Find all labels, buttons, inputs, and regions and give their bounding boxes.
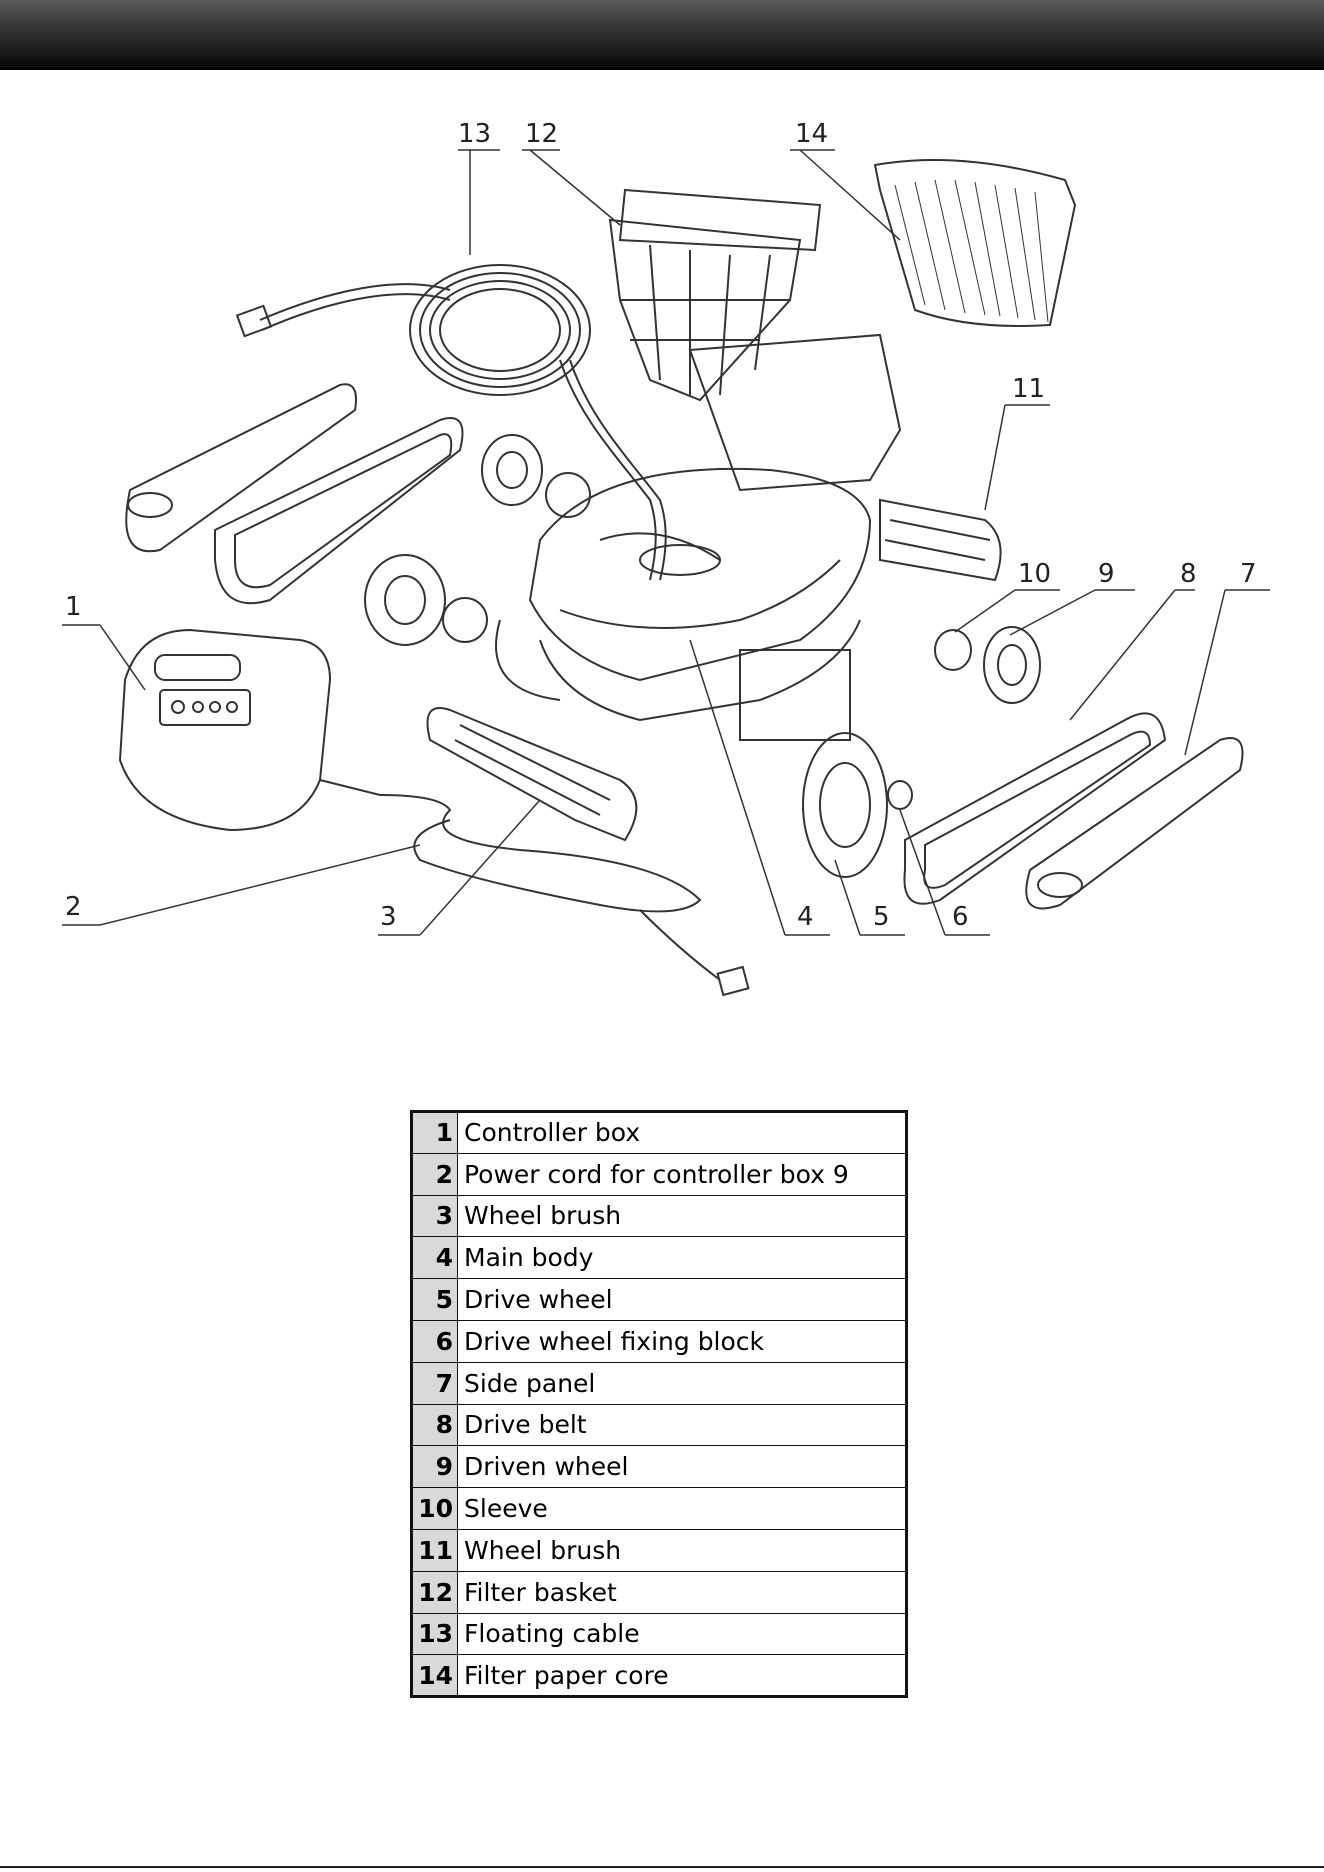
callout-8: 8 (1180, 559, 1197, 589)
right-side-panel-illustration (1026, 738, 1242, 908)
part-name: Filter paper core (458, 1655, 907, 1697)
part-name: Drive wheel (458, 1279, 907, 1321)
part-name: Sleeve (458, 1488, 907, 1530)
exploded-view-diagram: 1 2 3 4 5 6 7 8 9 10 11 12 13 14 (0, 0, 1324, 1040)
part-number: 4 (412, 1237, 458, 1279)
drive-wheel-fixing-block-illustration (888, 781, 912, 809)
part-number: 13 (412, 1613, 458, 1655)
part-number: 1 (412, 1112, 458, 1154)
filter-paper-core-illustration (875, 160, 1075, 326)
part-name: Drive belt (458, 1404, 907, 1446)
part-number: 9 (412, 1446, 458, 1488)
part-number: 7 (412, 1362, 458, 1404)
part-number: 10 (412, 1488, 458, 1530)
part-name: Power cord for controller box 9 (458, 1153, 907, 1195)
callout-10: 10 (1018, 559, 1051, 589)
part-name: Filter basket (458, 1571, 907, 1613)
part-name: Drive wheel fixing block (458, 1320, 907, 1362)
callout-3: 3 (380, 902, 397, 932)
part-number: 6 (412, 1320, 458, 1362)
callout-14: 14 (795, 119, 828, 149)
part-name: Driven wheel (458, 1446, 907, 1488)
part-name: Floating cable (458, 1613, 907, 1655)
part-number: 12 (412, 1571, 458, 1613)
callout-numbers: 1 2 3 4 5 6 7 8 9 10 11 12 13 14 (65, 119, 1257, 932)
driven-wheel-and-sleeve-illustration (935, 627, 1040, 703)
part-name: Side panel (458, 1362, 907, 1404)
callout-9: 9 (1098, 559, 1115, 589)
controller-box-illustration (120, 630, 330, 830)
callout-12: 12 (525, 119, 558, 149)
left-wheels-illustration (365, 435, 590, 645)
left-drive-belt-illustration (215, 418, 463, 603)
wheel-brush-right-illustration (880, 500, 1001, 580)
callout-1: 1 (65, 592, 82, 622)
part-name: Main body (458, 1237, 907, 1279)
callout-11: 11 (1012, 374, 1045, 404)
right-drive-belt-illustration (904, 713, 1165, 903)
callout-2: 2 (65, 892, 82, 922)
part-number: 3 (412, 1195, 458, 1237)
filter-basket-illustration (610, 190, 820, 400)
drive-wheel-illustration (803, 733, 887, 877)
part-number: 8 (412, 1404, 458, 1446)
callout-13: 13 (458, 119, 491, 149)
main-body-illustration (496, 335, 900, 740)
part-number: 2 (412, 1153, 458, 1195)
part-number: 11 (412, 1529, 458, 1571)
footer-rule (0, 1866, 1324, 1868)
callout-5: 5 (873, 902, 890, 932)
power-cord-illustration (320, 780, 748, 995)
wheel-brush-left-illustration (428, 708, 637, 840)
callout-7: 7 (1240, 559, 1257, 589)
callout-6: 6 (952, 902, 969, 932)
callout-4: 4 (797, 902, 814, 932)
part-name: Controller box (458, 1112, 907, 1154)
part-name: Wheel brush (458, 1195, 907, 1237)
part-number: 5 (412, 1279, 458, 1321)
part-name: Wheel brush (458, 1529, 907, 1571)
floating-cable-illustration (237, 265, 666, 580)
part-number: 14 (412, 1655, 458, 1697)
left-side-panel-illustration (126, 384, 356, 551)
